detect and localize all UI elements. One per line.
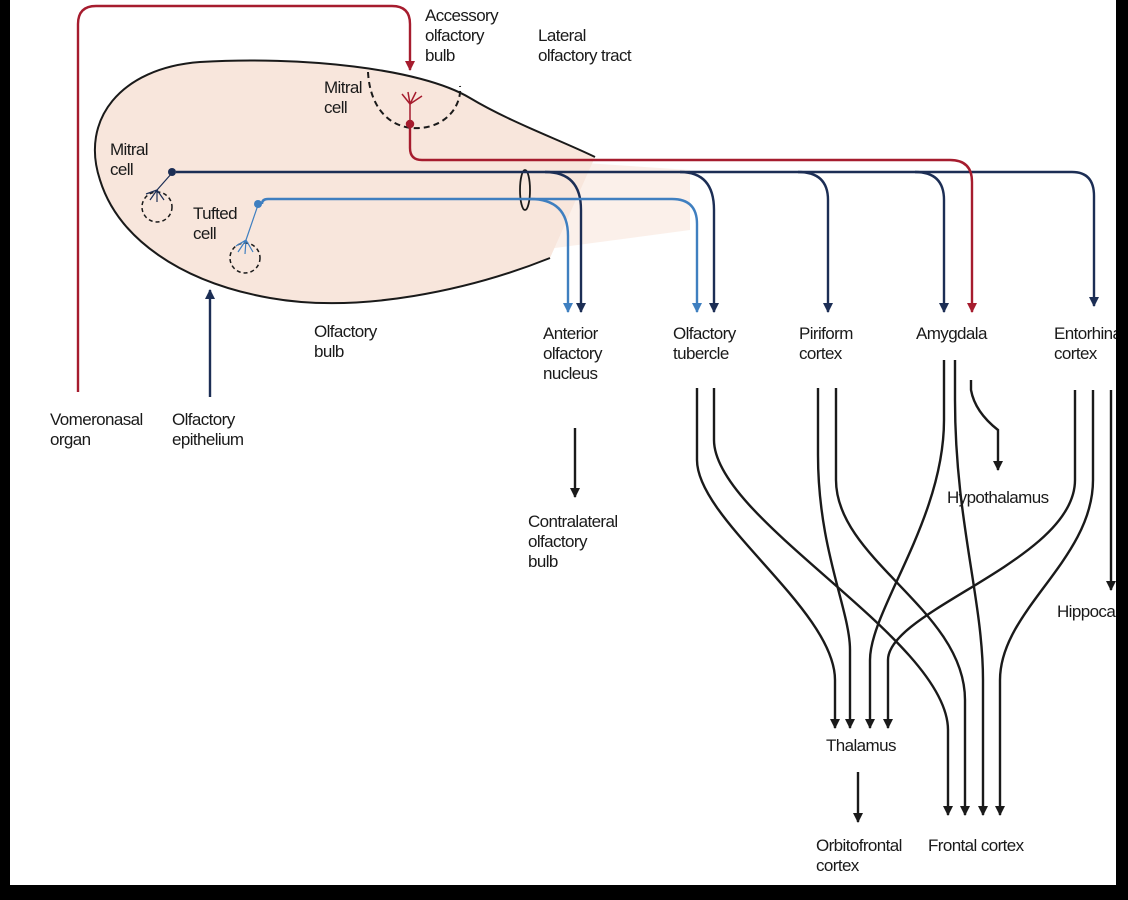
lateral-olfactory-tract-label: Lateral olfactory tract bbox=[538, 26, 631, 66]
label-line: olfactory bbox=[528, 532, 618, 552]
label-line: tubercle bbox=[673, 344, 736, 364]
label-line: olfactory tract bbox=[538, 46, 631, 66]
label-line: cell bbox=[110, 160, 148, 180]
accessory-mitral-cell-label: Mitral cell bbox=[324, 78, 362, 118]
label-line: Lateral bbox=[538, 26, 631, 46]
label-line: Mitral bbox=[324, 78, 362, 98]
label-line: Orbitofrontal bbox=[816, 836, 902, 856]
label-line: Mitral bbox=[110, 140, 148, 160]
label-line: Thalamus bbox=[826, 736, 896, 756]
vomeronasal-organ-label: Vomeronasal organ bbox=[50, 410, 143, 450]
entorhinal-cortex-label: Entorhinal cortex bbox=[1054, 324, 1116, 364]
olfactory-bulb-label: Olfactory bulb bbox=[314, 322, 377, 362]
label-line: cortex bbox=[1054, 344, 1116, 364]
thalamus-label: Thalamus bbox=[826, 736, 896, 756]
label-line: bulb bbox=[528, 552, 618, 572]
label-line: Entorhinal bbox=[1054, 324, 1116, 344]
label-line: cortex bbox=[816, 856, 902, 876]
anterior-olfactory-nucleus-label: Anterior olfactory nucleus bbox=[543, 324, 602, 384]
label-line: Frontal cortex bbox=[928, 836, 1024, 856]
piriform-cortex-label: Piriform cortex bbox=[799, 324, 853, 364]
olfactory-tubercle-label: Olfactory tubercle bbox=[673, 324, 736, 364]
label-line: cortex bbox=[799, 344, 853, 364]
label-line: Amygdala bbox=[916, 324, 987, 344]
label-line: Anterior bbox=[543, 324, 602, 344]
label-line: bulb bbox=[314, 342, 377, 362]
label-line: nucleus bbox=[543, 364, 602, 384]
label-line: Olfactory bbox=[673, 324, 736, 344]
label-line: organ bbox=[50, 430, 143, 450]
accessory-olfactory-bulb-label: Accessory olfactory bulb bbox=[425, 6, 498, 66]
label-line: Hippocampus bbox=[1057, 602, 1116, 622]
label-line: olfactory bbox=[425, 26, 498, 46]
label-line: Hypothalamus bbox=[947, 488, 1048, 508]
tufted-cell-label: Tufted cell bbox=[193, 204, 237, 244]
label-line: Olfactory bbox=[314, 322, 377, 342]
label-line: cell bbox=[193, 224, 237, 244]
frontal-cortex-label: Frontal cortex bbox=[928, 836, 1024, 856]
label-line: cell bbox=[324, 98, 362, 118]
label-line: Tufted bbox=[193, 204, 237, 224]
diagram-canvas: Accessory olfactory bulb Lateral olfacto… bbox=[10, 0, 1116, 885]
label-line: Piriform bbox=[799, 324, 853, 344]
hippocampus-label: Hippocampus bbox=[1057, 602, 1116, 622]
amygdala-label: Amygdala bbox=[916, 324, 987, 344]
label-line: olfactory bbox=[543, 344, 602, 364]
label-line: epithelium bbox=[172, 430, 244, 450]
label-line: Accessory bbox=[425, 6, 498, 26]
olfactory-epithelium-label: Olfactory epithelium bbox=[172, 410, 244, 450]
mitral-cell-label: Mitral cell bbox=[110, 140, 148, 180]
contralateral-olfactory-bulb-label: Contralateral olfactory bulb bbox=[528, 512, 618, 572]
label-line: Contralateral bbox=[528, 512, 618, 532]
label-line: bulb bbox=[425, 46, 498, 66]
label-line: Olfactory bbox=[172, 410, 244, 430]
mitral-cell-body-icon bbox=[168, 168, 176, 176]
lateral-tract-shading bbox=[540, 160, 690, 250]
label-line: Vomeronasal bbox=[50, 410, 143, 430]
hypothalamus-label: Hypothalamus bbox=[947, 488, 1048, 508]
orbitofrontal-cortex-label: Orbitofrontal cortex bbox=[816, 836, 902, 876]
